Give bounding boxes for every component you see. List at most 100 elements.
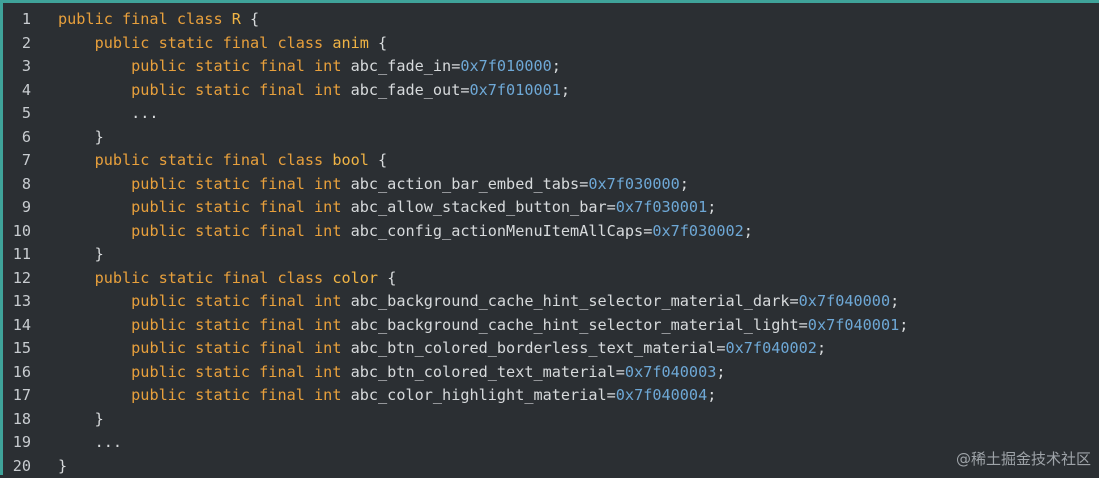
line-number: 3 <box>3 55 58 79</box>
code-token: ; <box>744 222 753 240</box>
code-token: bool <box>332 151 369 169</box>
code-token: public static final int <box>131 363 350 381</box>
code-token: abc_background_cache_hint_selector_mater… <box>351 292 799 310</box>
line-number: 4 <box>3 79 58 103</box>
code-token: } <box>58 245 104 263</box>
code-token: abc_btn_colored_text_material= <box>351 363 625 381</box>
line-number: 10 <box>3 220 58 244</box>
line-number: 11 <box>3 243 58 267</box>
line-number: 20 <box>3 455 58 478</box>
code-token: abc_btn_colored_borderless_text_material… <box>351 339 726 357</box>
code-token: public static final int <box>131 386 350 404</box>
code-token: ; <box>707 198 716 216</box>
code-token: abc_fade_out= <box>351 81 470 99</box>
code-token: public static final int <box>131 222 350 240</box>
code-token: anim <box>332 34 369 52</box>
code-token: { <box>378 269 396 287</box>
code-token: color <box>332 269 378 287</box>
code-line: 7 public static final class bool { <box>3 149 1099 173</box>
code-token: public static final int <box>131 81 350 99</box>
code-token <box>58 57 131 75</box>
code-token: abc_background_cache_hint_selector_mater… <box>351 316 808 334</box>
code-token: public final class <box>58 10 232 28</box>
code-token: ; <box>817 339 826 357</box>
code-token: 0x7f030000 <box>588 175 679 193</box>
code-token: } <box>58 410 104 428</box>
code-line: 16 public static final int abc_btn_color… <box>3 361 1099 385</box>
code-token: public static final class <box>95 151 333 169</box>
line-number: 7 <box>3 149 58 173</box>
code-token <box>58 151 95 169</box>
code-line: 10 public static final int abc_config_ac… <box>3 220 1099 244</box>
code-token: } <box>58 457 67 475</box>
code-token: 0x7f030002 <box>652 222 743 240</box>
line-number: 2 <box>3 32 58 56</box>
code-token: ... <box>58 433 122 451</box>
code-token: 0x7f010001 <box>469 81 560 99</box>
code-token <box>58 34 95 52</box>
code-token: abc_allow_stacked_button_bar= <box>351 198 616 216</box>
code-token: ; <box>899 316 908 334</box>
code-token <box>58 81 131 99</box>
line-number: 15 <box>3 337 58 361</box>
code-token: ; <box>716 363 725 381</box>
code-token: ; <box>552 57 561 75</box>
code-line: 14 public static final int abc_backgroun… <box>3 314 1099 338</box>
code-token: { <box>369 34 387 52</box>
code-token: 0x7f040000 <box>799 292 890 310</box>
line-number: 17 <box>3 384 58 408</box>
code-token: public static final class <box>95 34 333 52</box>
code-token: public static final int <box>131 339 350 357</box>
code-token <box>58 316 131 334</box>
code-token: ; <box>561 81 570 99</box>
line-number: 19 <box>3 431 58 455</box>
code-token: abc_action_bar_embed_tabs= <box>351 175 589 193</box>
code-line: 9 public static final int abc_allow_stac… <box>3 196 1099 220</box>
code-token: 0x7f040002 <box>726 339 817 357</box>
code-token: ; <box>890 292 899 310</box>
code-token: 0x7f040003 <box>625 363 716 381</box>
code-token: ; <box>680 175 689 193</box>
code-token <box>58 386 131 404</box>
code-line: 13 public static final int abc_backgroun… <box>3 290 1099 314</box>
code-line: 2 public static final class anim { <box>3 32 1099 56</box>
code-line: 15 public static final int abc_btn_color… <box>3 337 1099 361</box>
code-token: 0x7f030001 <box>616 198 707 216</box>
code-line: 8 public static final int abc_action_bar… <box>3 173 1099 197</box>
code-line: 4 public static final int abc_fade_out=0… <box>3 79 1099 103</box>
code-token <box>58 339 131 357</box>
code-token <box>58 269 95 287</box>
line-number: 14 <box>3 314 58 338</box>
code-token: abc_config_actionMenuItemAllCaps= <box>351 222 653 240</box>
line-number: 13 <box>3 290 58 314</box>
code-token: public static final int <box>131 316 350 334</box>
code-line: 12 public static final class color { <box>3 267 1099 291</box>
code-token: public static final int <box>131 198 350 216</box>
code-line: 19 ... <box>3 431 1099 455</box>
code-token: abc_color_highlight_material= <box>351 386 616 404</box>
code-token: public static final int <box>131 175 350 193</box>
code-token: ; <box>707 386 716 404</box>
watermark: @稀土掘金技术社区 <box>956 448 1091 469</box>
code-line: 5 ... <box>3 102 1099 126</box>
code-token <box>58 222 131 240</box>
code-token: public static final int <box>131 57 350 75</box>
code-token: 0x7f040004 <box>616 386 707 404</box>
code-token: 0x7f040001 <box>808 316 899 334</box>
code-token: } <box>58 128 104 146</box>
code-line: 20} <box>3 455 1099 478</box>
code-token: ... <box>58 104 159 122</box>
line-number: 9 <box>3 196 58 220</box>
code-token <box>58 198 131 216</box>
line-number: 5 <box>3 102 58 126</box>
code-token: { <box>241 10 259 28</box>
line-number: 1 <box>3 8 58 32</box>
code-token <box>58 292 131 310</box>
line-number: 12 <box>3 267 58 291</box>
code-token <box>58 363 131 381</box>
code-line: 11 } <box>3 243 1099 267</box>
code-line: 17 public static final int abc_color_hig… <box>3 384 1099 408</box>
